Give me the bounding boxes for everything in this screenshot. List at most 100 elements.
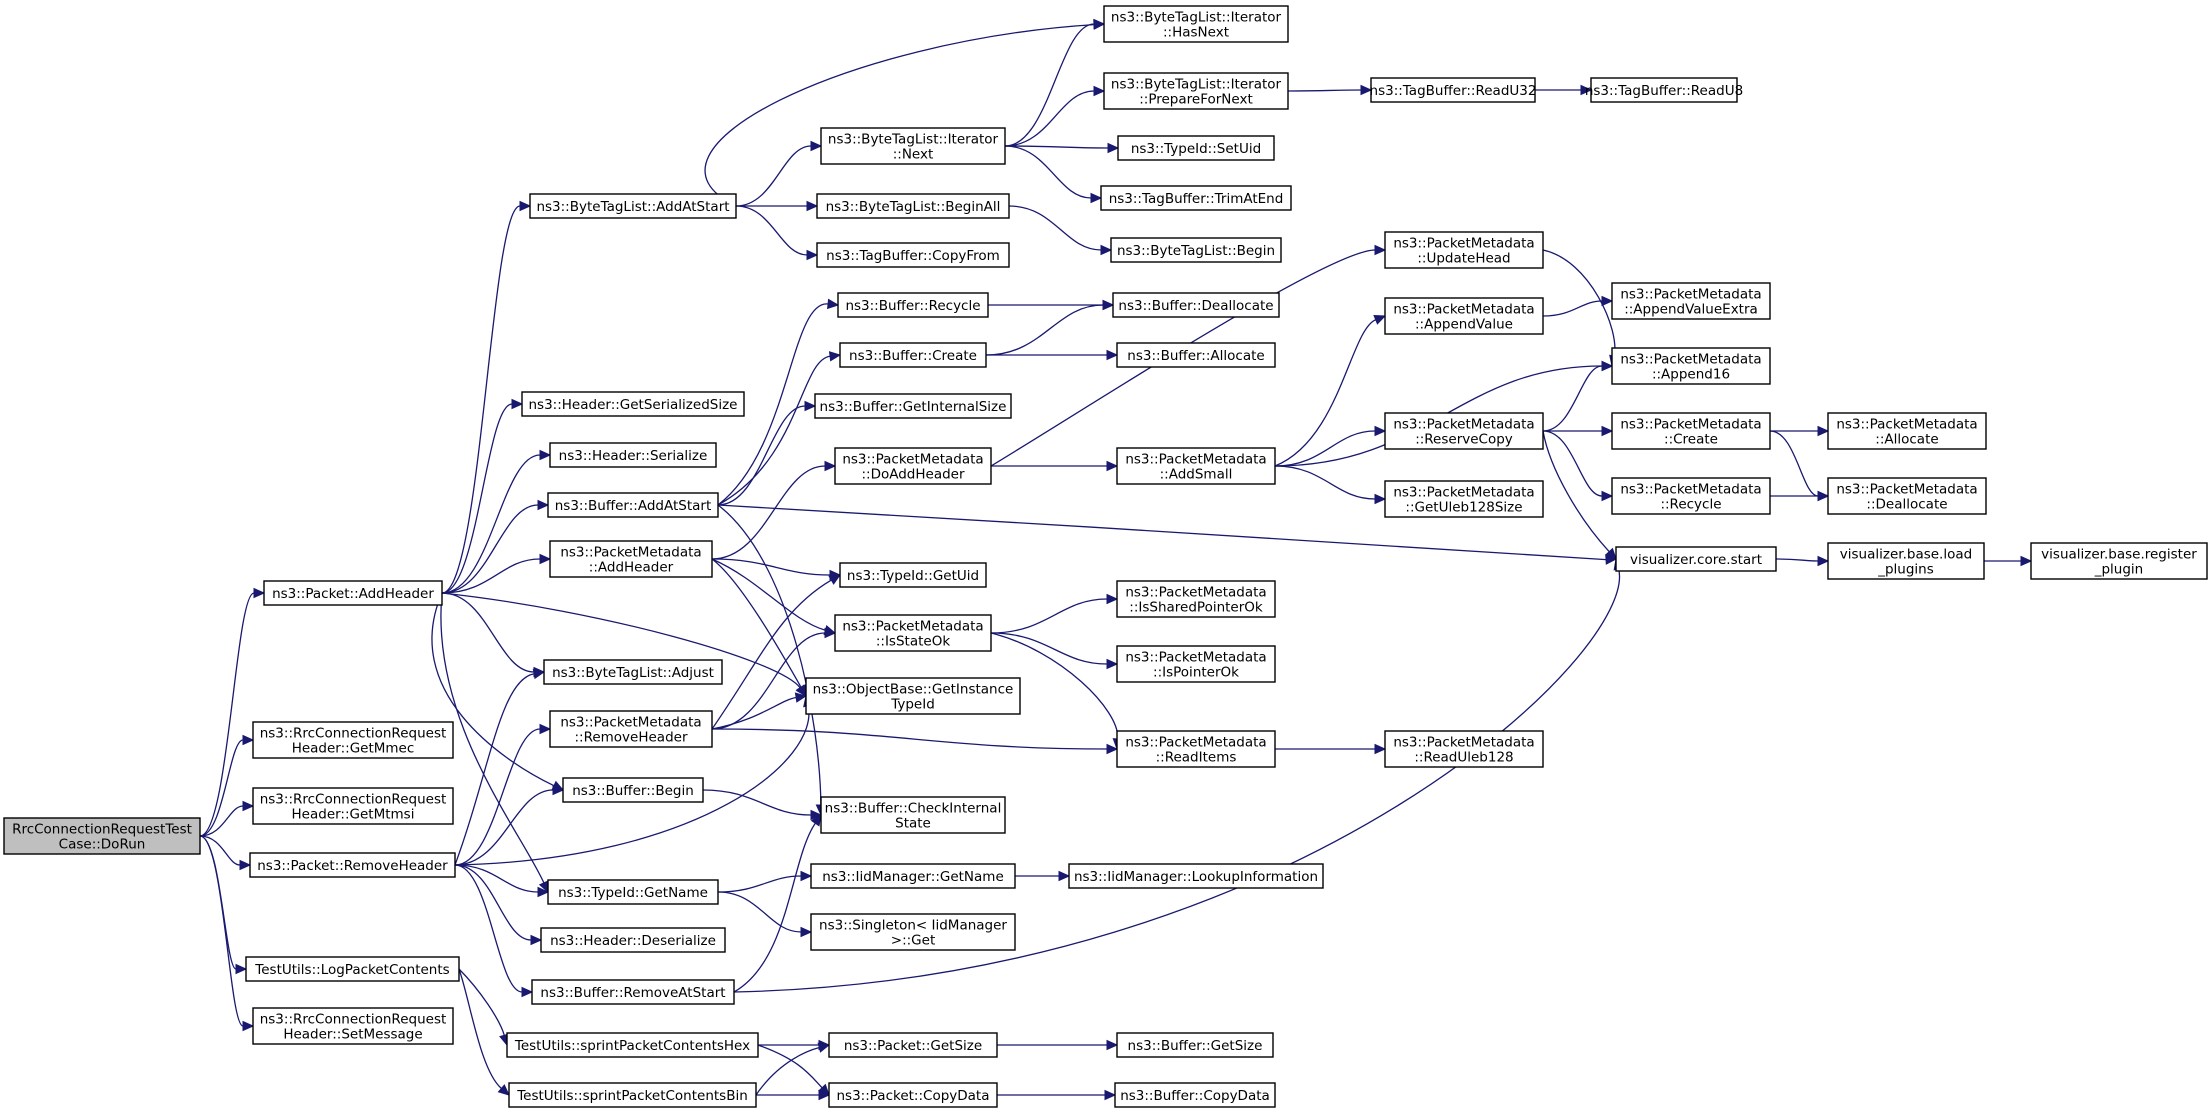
node-buf-addatstart[interactable]: ns3::Buffer::AddAtStart bbox=[547, 492, 719, 518]
node-pm-readuleb128[interactable]: ns3::PacketMetadata::ReadUleb128 bbox=[1384, 730, 1544, 768]
arrowhead-icon bbox=[1106, 743, 1119, 755]
node-logpkt[interactable]: TestUtils::LogPacketContents bbox=[245, 956, 460, 982]
node-btli-preparefornext[interactable]: ns3::ByteTagList::Iterator::PrepareForNe… bbox=[1103, 72, 1289, 110]
node-singleton-get[interactable]: ns3::Singleton< IidManager>::Get bbox=[810, 913, 1016, 951]
node-typeid-getuid[interactable]: ns3::TypeId::GetUid bbox=[839, 562, 987, 588]
node-buf-getsize[interactable]: ns3::Buffer::GetSize bbox=[1116, 1032, 1274, 1058]
node-box bbox=[810, 913, 1016, 951]
node-buf-create[interactable]: ns3::Buffer::Create bbox=[839, 342, 987, 368]
node-box bbox=[1116, 447, 1276, 485]
node-pkt-copydata[interactable]: ns3::Packet::CopyData bbox=[828, 1082, 998, 1108]
call-edge-pkt_removeheader-to-typeid_getname bbox=[454, 864, 539, 893]
node-sprint-hex[interactable]: TestUtils::sprintPacketContentsHex bbox=[506, 1032, 759, 1058]
node-hdr-serialize[interactable]: ns3::Header::Serialize bbox=[549, 442, 717, 468]
node-pkt-removeheader[interactable]: ns3::Packet::RemoveHeader bbox=[249, 852, 456, 878]
node-pkt-addheader[interactable]: ns3::Packet::AddHeader bbox=[263, 580, 443, 606]
node-label: ns3::PacketMetadata bbox=[560, 715, 701, 731]
call-edge-logpkt-to-sprint_bin bbox=[458, 968, 502, 1089]
node-pm-removeheader[interactable]: ns3::PacketMetadata::RemoveHeader bbox=[549, 710, 713, 748]
node-btl-beginall[interactable]: ns3::ByteTagList::BeginAll bbox=[816, 193, 1010, 219]
call-edge-pm_isstateok-to-pm_readitems bbox=[990, 632, 1119, 740]
node-btl-addatstart[interactable]: ns3::ByteTagList::AddAtStart bbox=[529, 193, 737, 219]
arrowhead-icon bbox=[242, 800, 255, 812]
node-pm-create[interactable]: ns3::PacketMetadata::Create bbox=[1611, 412, 1771, 450]
node-pm-issharedpointerok[interactable]: ns3::PacketMetadata::IsSharedPointerOk bbox=[1116, 580, 1276, 618]
call-edge-pkt_removeheader-to-buf_begin bbox=[454, 789, 554, 866]
node-label: TestUtils::LogPacketContents bbox=[254, 962, 449, 978]
node-pm-getuleb128size[interactable]: ns3::PacketMetadata::GetUleb128Size bbox=[1384, 480, 1544, 518]
node-pm-doaddheader[interactable]: ns3::PacketMetadata::DoAddHeader bbox=[834, 447, 992, 485]
node-vis-base-registerplugin[interactable]: visualizer.base.register_plugin bbox=[2030, 542, 2208, 580]
node-pm-isstateok[interactable]: ns3::PacketMetadata::IsStateOk bbox=[834, 614, 992, 652]
node-btli-next[interactable]: ns3::ByteTagList::Iterator::Next bbox=[820, 127, 1006, 165]
node-pm-addsmall[interactable]: ns3::PacketMetadata::AddSmall bbox=[1116, 447, 1276, 485]
call-edge-buf_addatstart-to-buf_getinternalsize bbox=[717, 405, 806, 506]
node-label: ns3::Packet::RemoveHeader bbox=[257, 858, 448, 874]
node-label: _plugins bbox=[1877, 562, 1934, 578]
arrowhead-icon bbox=[1817, 490, 1830, 502]
node-buf-begin[interactable]: ns3::Buffer::Begin bbox=[562, 777, 704, 803]
node-box bbox=[814, 393, 1012, 419]
node-pkt-getsize[interactable]: ns3::Packet::GetSize bbox=[828, 1032, 998, 1058]
arrowhead-icon bbox=[1601, 295, 1614, 307]
node-box bbox=[252, 787, 454, 825]
arrowhead-icon bbox=[1373, 315, 1387, 325]
node-hdr-getsersize[interactable]: ns3::Header::GetSerializedSize bbox=[521, 391, 745, 417]
node-tb-readu8[interactable]: ns3::TagBuffer::ReadU8 bbox=[1585, 77, 1743, 103]
call-edge-pm_isstateok-to-pm_issharedpointerok bbox=[990, 598, 1108, 634]
node-tb-readu32[interactable]: ns3::TagBuffer::ReadU32 bbox=[1370, 77, 1537, 103]
node-pm-deallocate[interactable]: ns3::PacketMetadata::Deallocate bbox=[1827, 477, 1987, 515]
node-label: State bbox=[895, 816, 931, 832]
node-btl-begin[interactable]: ns3::ByteTagList::Begin bbox=[1110, 237, 1282, 263]
node-pm-readitems[interactable]: ns3::PacketMetadata::ReadItems bbox=[1116, 730, 1276, 768]
node-pm-addheader[interactable]: ns3::PacketMetadata::AddHeader bbox=[549, 540, 713, 578]
node-label: ::Deallocate bbox=[1866, 497, 1947, 513]
node-setmessage[interactable]: ns3::RrcConnectionRequestHeader::SetMess… bbox=[252, 1007, 454, 1045]
node-pm-reservecopy[interactable]: ns3::PacketMetadata::ReserveCopy bbox=[1384, 412, 1544, 450]
node-pm-appendvalue[interactable]: ns3::PacketMetadata::AppendValue bbox=[1384, 297, 1544, 335]
node-label: ::ReadUleb128 bbox=[1414, 750, 1513, 766]
call-edge-buf_create-to-buf_deallocate bbox=[985, 304, 1104, 356]
node-typeid-setuid[interactable]: ns3::TypeId::SetUid bbox=[1117, 135, 1275, 161]
node-label: ns3::PacketMetadata bbox=[1393, 485, 1534, 501]
node-pm-updatehead[interactable]: ns3::PacketMetadata::UpdateHead bbox=[1384, 231, 1544, 269]
node-buf-deallocate[interactable]: ns3::Buffer::Deallocate bbox=[1112, 292, 1280, 318]
node-btl-adjust[interactable]: ns3::ByteTagList::Adjust bbox=[543, 659, 723, 685]
arrowhead-icon bbox=[497, 1084, 510, 1096]
node-pm-appendvalueextra[interactable]: ns3::PacketMetadata::AppendValueExtra bbox=[1611, 282, 1771, 320]
call-edge-pm_updatehead-to-pm_append16 bbox=[1542, 249, 1616, 357]
node-tb-copyfrom[interactable]: ns3::TagBuffer::CopyFrom bbox=[816, 242, 1010, 268]
node-buf-allocate[interactable]: ns3::Buffer::Allocate bbox=[1116, 342, 1276, 368]
node-label: ns3::PacketMetadata bbox=[560, 545, 701, 561]
node-box bbox=[1112, 292, 1280, 318]
node-vis-base-loadplugins[interactable]: visualizer.base.load_plugins bbox=[1827, 542, 1985, 580]
node-tb-trimatend[interactable]: ns3::TagBuffer::TrimAtEnd bbox=[1100, 185, 1292, 211]
node-box bbox=[1384, 231, 1544, 269]
node-label: ::IsSharedPointerOk bbox=[1129, 600, 1263, 616]
node-buf-getinternalsize[interactable]: ns3::Buffer::GetInternalSize bbox=[814, 393, 1012, 419]
node-label: ns3::ByteTagList::Iterator bbox=[1111, 10, 1282, 26]
node-buf-copydata[interactable]: ns3::Buffer::CopyData bbox=[1114, 1082, 1276, 1108]
node-box bbox=[3, 817, 201, 855]
node-pm-allocate[interactable]: ns3::PacketMetadata::Allocate bbox=[1827, 412, 1987, 450]
node-label: ns3::PacketMetadata bbox=[1620, 352, 1761, 368]
node-pm-recycle[interactable]: ns3::PacketMetadata::Recycle bbox=[1611, 477, 1771, 515]
node-btli-hasnext[interactable]: ns3::ByteTagList::Iterator::HasNext bbox=[1103, 5, 1289, 43]
node-sprint-bin[interactable]: TestUtils::sprintPacketContentsBin bbox=[508, 1082, 757, 1108]
node-iid-getname[interactable]: ns3::IidManager::GetName bbox=[810, 863, 1016, 889]
node-iid-lookupinformation[interactable]: ns3::IidManager::LookupInformation bbox=[1068, 863, 1324, 889]
node-buf-recycle[interactable]: ns3::Buffer::Recycle bbox=[837, 292, 989, 318]
node-box bbox=[1590, 77, 1738, 103]
node-pm-ispointerok[interactable]: ns3::PacketMetadata::IsPointerOk bbox=[1116, 645, 1276, 683]
node-hdr-deserialize[interactable]: ns3::Header::Deserialize bbox=[540, 927, 726, 953]
node-box bbox=[1615, 546, 1777, 572]
node-getmtmsi[interactable]: ns3::RrcConnectionRequestHeader::GetMtms… bbox=[252, 787, 454, 825]
node-buf-removeatstart[interactable]: ns3::Buffer::RemoveAtStart bbox=[531, 979, 735, 1005]
node-typeid-getname[interactable]: ns3::TypeId::GetName bbox=[547, 879, 719, 905]
node-vis-core-start[interactable]: visualizer.core.start bbox=[1615, 546, 1777, 572]
node-pm-append16[interactable]: ns3::PacketMetadata::Append16 bbox=[1611, 347, 1771, 385]
